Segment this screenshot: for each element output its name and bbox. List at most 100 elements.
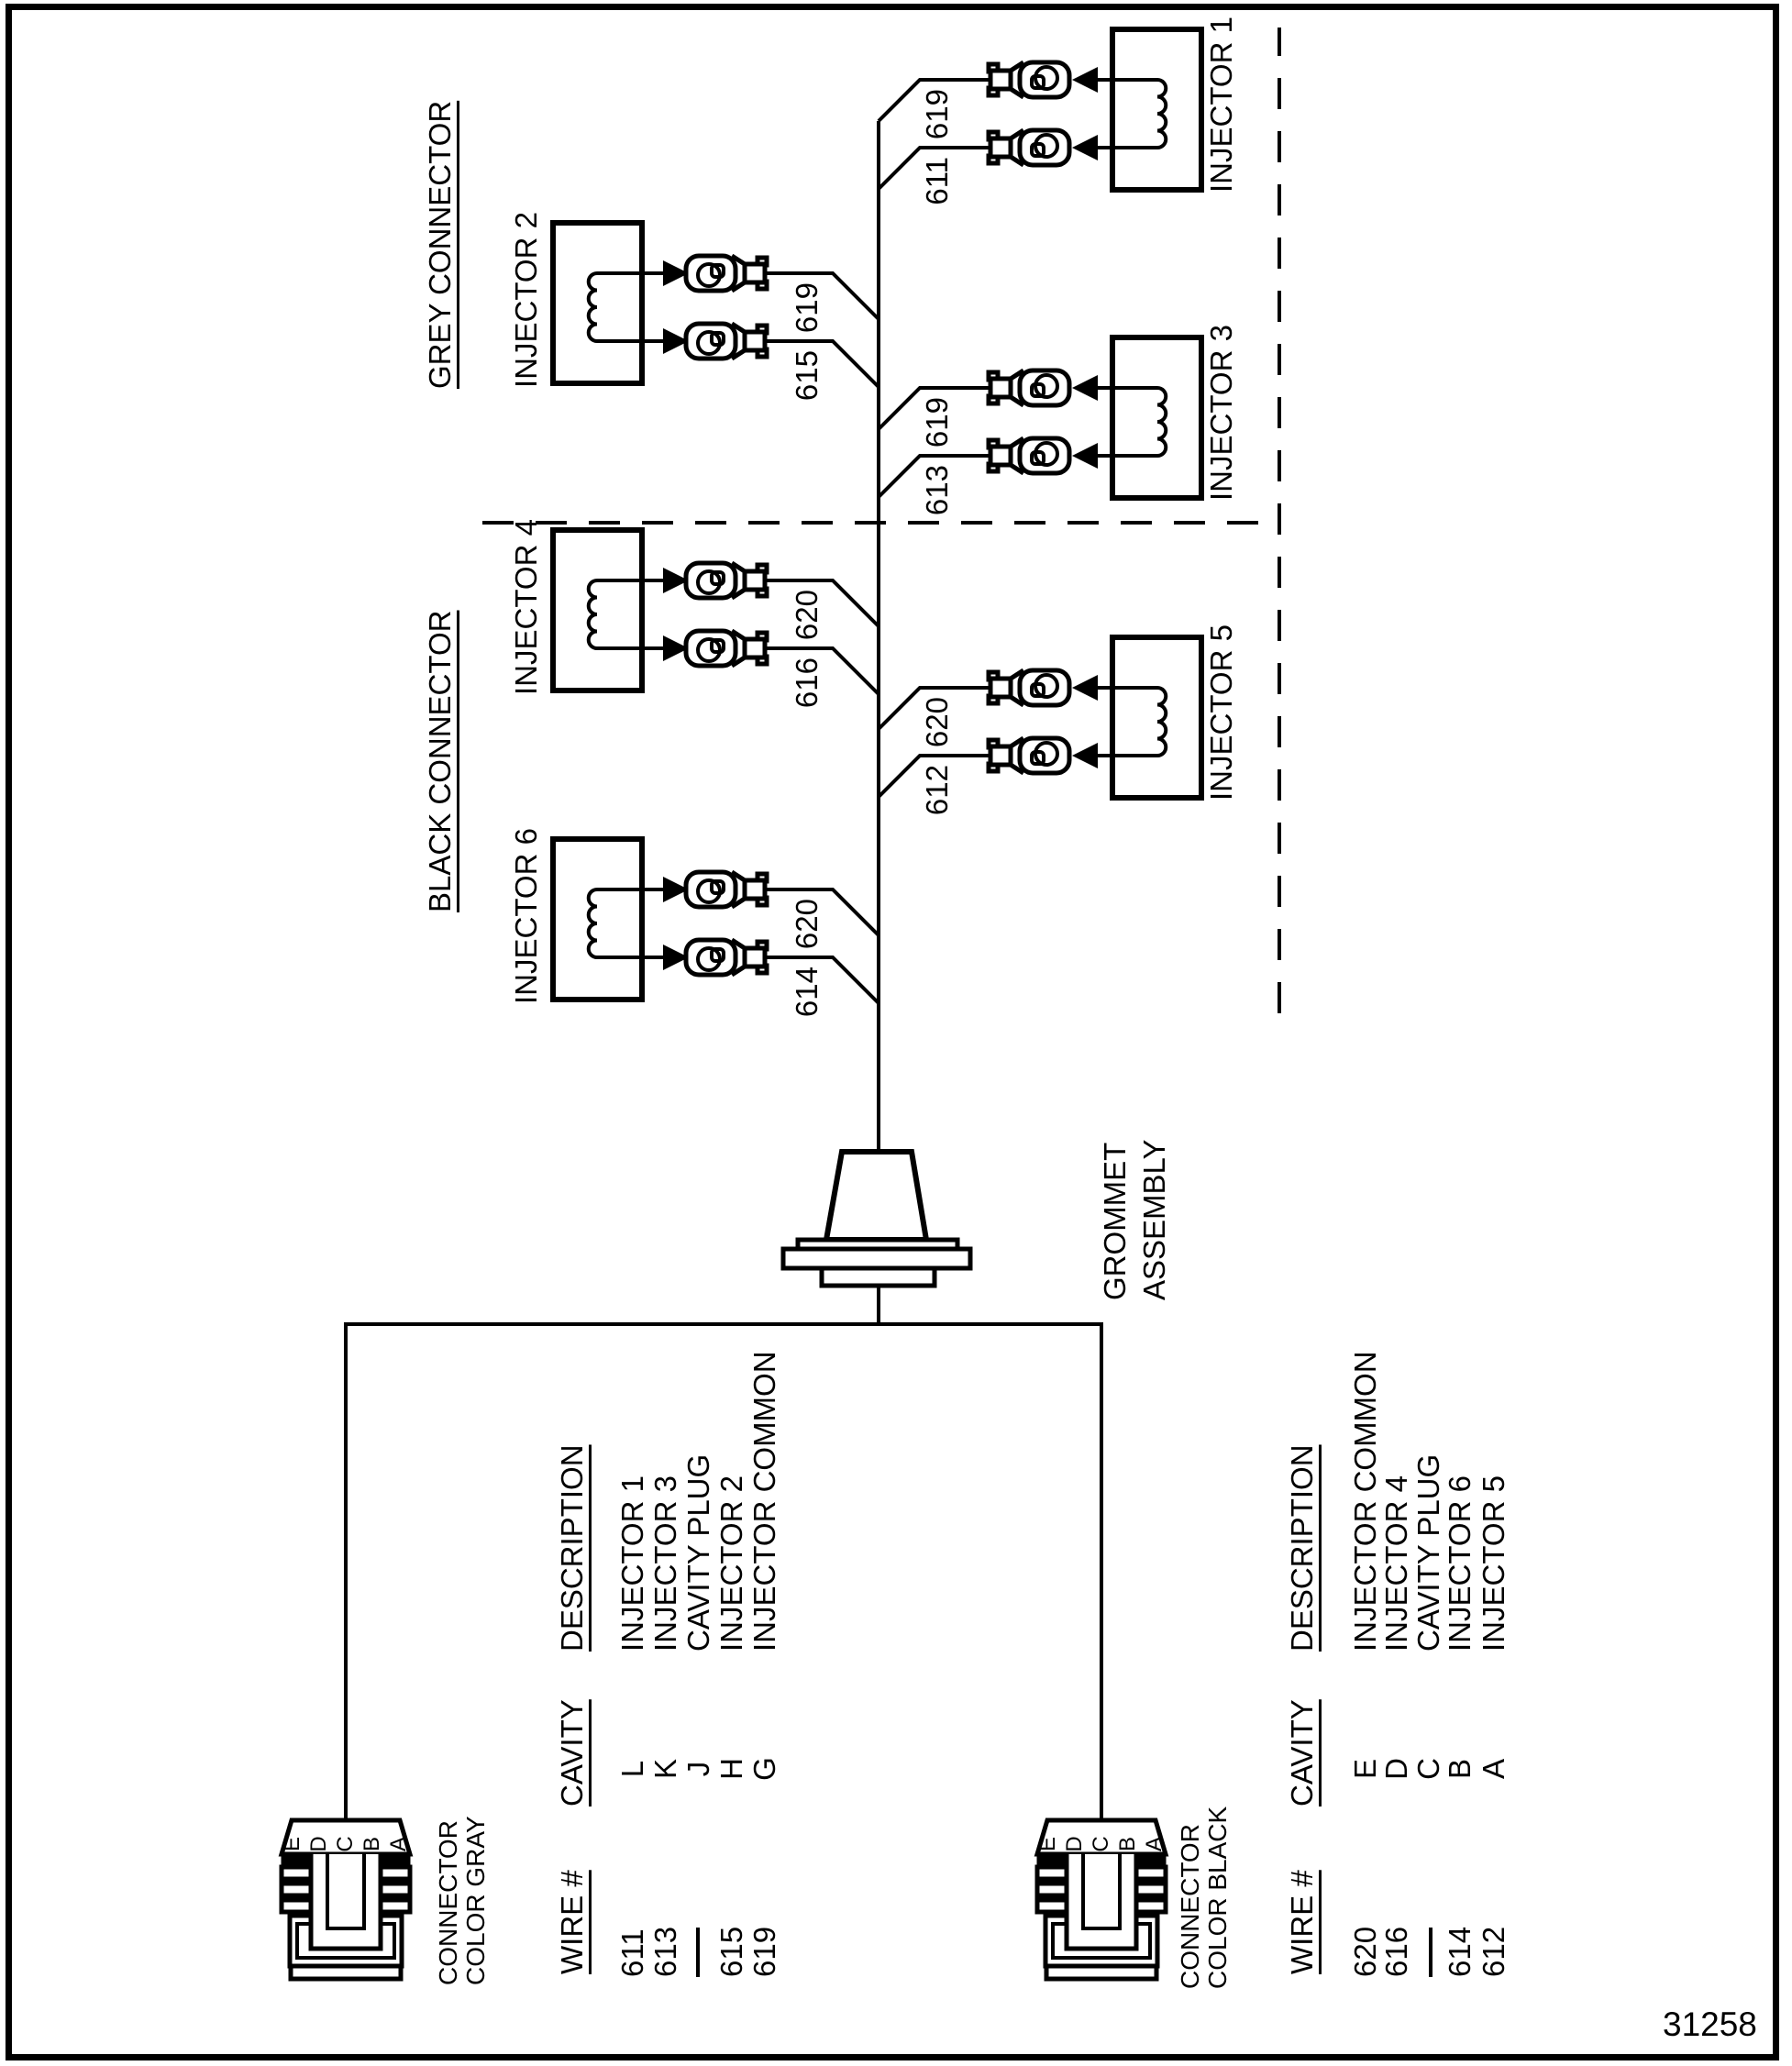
table-cell-description: INJECTOR 6 (1443, 1475, 1477, 1652)
terminal-icon (989, 670, 1069, 705)
arrow-icon (663, 635, 689, 661)
arrow-icon (1072, 443, 1098, 469)
wire-number-dash (696, 1928, 700, 1977)
terminal-icon (686, 631, 767, 666)
terminal-icon (989, 62, 1069, 97)
page-border (6, 4, 1779, 2060)
wire-label-612: 612 (920, 765, 954, 816)
wire-label-611: 611 (920, 157, 954, 205)
table-cell-description: INJECTOR 4 (1379, 1475, 1413, 1652)
cavity-letter: A (1142, 1837, 1167, 1852)
arrow-icon (663, 945, 689, 970)
gray-connector-label-line1: CONNECTOR (434, 1820, 462, 1985)
black-connector-label: CONNECTOR COLOR BLACK (1176, 1806, 1232, 1989)
wire-619-injector2 (642, 271, 880, 321)
injector-6-box (550, 836, 645, 1002)
table-cell-description: CAVITY PLUG (1411, 1453, 1445, 1652)
coil-icon (586, 271, 642, 343)
arrow-icon (1072, 675, 1098, 701)
wire-arrow-icons (663, 67, 1098, 970)
wire-616-injector4 (642, 646, 880, 696)
cavity-letter: C (333, 1836, 358, 1852)
wire-label-616: 616 (790, 657, 824, 709)
cavity-letter: E (280, 1837, 304, 1852)
wire-615-injector2 (642, 339, 880, 389)
injector-3-label: INJECTOR 3 (1204, 325, 1238, 501)
gray-connector-label-line2: COLOR GRAY (461, 1816, 490, 1985)
cavity-letter: B (1115, 1837, 1140, 1852)
wire-620-injector4 (642, 579, 880, 628)
black-connector-label-line2: COLOR BLACK (1203, 1806, 1232, 1989)
document-number: 31258 (1663, 2005, 1757, 2043)
terminal-icon (686, 872, 767, 907)
black-table-header-wire: WIRE # (1285, 1870, 1319, 1974)
table-cell-wire: 615 (714, 1926, 748, 1977)
injector-5-label: INJECTOR 5 (1204, 624, 1238, 801)
arrow-icon (663, 877, 689, 902)
black-table-header-description: DESCRIPTION (1285, 1444, 1319, 1652)
table-cell-wire: 616 (1379, 1926, 1413, 1977)
cavity-letter: B (360, 1837, 384, 1852)
wire-number-dash (1429, 1928, 1432, 1977)
gray-table-header-cavity: CAVITY (555, 1699, 589, 1806)
injector-6-label: INJECTOR 6 (509, 828, 543, 1004)
grommet-flange-2 (780, 1246, 973, 1271)
coil-icon (1112, 386, 1168, 458)
table-cell-cavity: G (747, 1757, 781, 1781)
grommet-label-line1: GROMMET (1098, 1142, 1132, 1300)
harness-trunk (344, 121, 1103, 1820)
arrow-icon (663, 260, 689, 286)
cavity-letter: D (1062, 1836, 1087, 1852)
table-cell-description: INJECTOR COMMON (1348, 1351, 1382, 1652)
table-cell-cavity: C (1411, 1758, 1445, 1780)
arrow-icon (1072, 375, 1098, 401)
grommet-cone (823, 1149, 930, 1243)
arrow-icon (1072, 743, 1098, 768)
arrow-icon (663, 568, 689, 593)
table-cell-description: INJECTOR 2 (714, 1475, 748, 1652)
terminal-icon (989, 438, 1069, 473)
table-cell-wire: 614 (1443, 1926, 1477, 1977)
table-cell-wire: 613 (648, 1926, 682, 1977)
grommet-assembly-label: GROMMET ASSEMBLY (1095, 1140, 1174, 1300)
wire-614-injector6 (642, 956, 880, 1005)
grommet-label-line2: ASSEMBLY (1137, 1139, 1171, 1300)
coil-icon (586, 888, 642, 959)
table-cell-description: INJECTOR 3 (648, 1475, 682, 1652)
gray-table-header-wire: WIRE # (555, 1870, 589, 1974)
table-cell-cavity: L (615, 1760, 649, 1778)
injector-boxes (550, 27, 1204, 1002)
table-cell-cavity: J (681, 1761, 715, 1777)
terminal-icon (989, 370, 1069, 405)
table-cell-cavity: K (648, 1759, 682, 1780)
arrow-icon (663, 328, 689, 354)
table-cell-description: INJECTOR 5 (1477, 1475, 1510, 1652)
coil-icon (1112, 686, 1168, 757)
cavity-letter: E (1035, 1837, 1060, 1852)
arrow-icon (1072, 67, 1098, 93)
table-cell-description: INJECTOR 1 (615, 1475, 649, 1652)
table-cell-wire: 620 (1348, 1926, 1382, 1977)
table-cell-cavity: E (1348, 1759, 1382, 1780)
black-connector-title: BLACK CONNECTOR (423, 610, 457, 912)
cavity-letter: D (306, 1836, 331, 1852)
coil-icon (1112, 78, 1168, 149)
table-cell-cavity: D (1379, 1758, 1413, 1780)
terminal-icon (989, 738, 1069, 773)
grommet-assembly-drawing (780, 1149, 973, 1288)
black-connector-label-line1: CONNECTOR (1176, 1824, 1204, 1989)
injector-4-box (550, 527, 645, 693)
gray-table-header-description: DESCRIPTION (555, 1444, 589, 1652)
connector-feed-line (344, 1322, 1103, 1820)
black-table-header-cavity: CAVITY (1285, 1699, 1319, 1806)
arrow-icon (1072, 135, 1098, 160)
table-cell-cavity: H (714, 1758, 748, 1780)
grommet-flange-3 (819, 1265, 937, 1288)
terminal-icon (686, 940, 767, 975)
table-cell-description: CAVITY PLUG (681, 1453, 715, 1652)
injector-5-box (1110, 635, 1204, 801)
wire-label-613: 613 (920, 465, 954, 516)
table-cell-description: INJECTOR COMMON (747, 1351, 781, 1652)
